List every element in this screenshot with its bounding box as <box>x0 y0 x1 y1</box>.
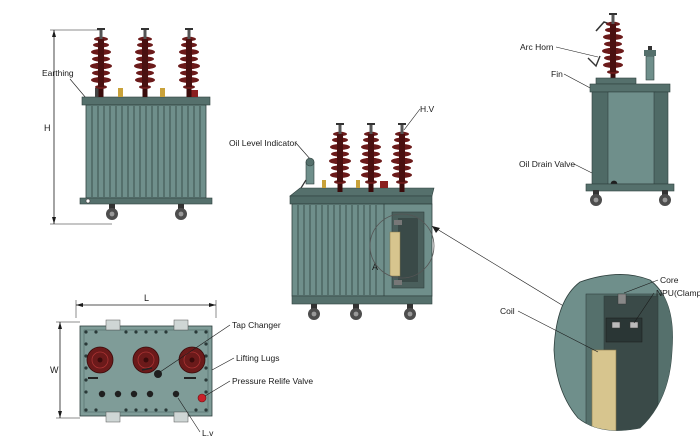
oil-level-indicator-label: Oil Level Indicator <box>229 138 297 148</box>
detail-view: Core NPU(Clamp) Coil <box>500 274 700 431</box>
hv-label: H.V <box>420 104 435 114</box>
side-wheel-right <box>659 190 671 206</box>
width-dimension-label: W <box>50 365 59 375</box>
front-wheel-right <box>175 204 187 220</box>
side-fin-left <box>591 91 611 185</box>
side-fin-right <box>653 91 669 185</box>
lv-label: L.v <box>202 428 214 438</box>
perspective-hv-bushing-3 <box>391 123 413 192</box>
perspective-wheel-1 <box>308 304 320 320</box>
perspective-hv-bushing-1 <box>329 123 351 192</box>
side-hv-bushing <box>602 13 624 82</box>
front-tank-cover <box>81 96 211 106</box>
perspective-coil <box>389 231 401 277</box>
detail-core <box>617 293 627 305</box>
detail-npu-clamp <box>605 317 643 343</box>
pressure-relief-valve-label: Pressure Relife Valve <box>232 376 313 386</box>
top-hv-bushing-3 <box>178 346 206 374</box>
front-base-frame <box>79 197 213 205</box>
side-wheel-left <box>590 190 602 206</box>
perspective-wheel-2 <box>350 304 362 320</box>
perspective-tank-fins <box>291 203 387 297</box>
fin-label: Fin <box>551 69 563 79</box>
coil-label: Coil <box>500 306 515 316</box>
perspective-view: Oil Level Indicator H.V A <box>229 104 581 320</box>
front-hv-bushing-1 <box>90 28 112 97</box>
arc-horn-label: Arc Horn <box>520 42 554 52</box>
npu-clamp-label: NPU(Clamp) <box>656 288 700 298</box>
top-view: L W <box>50 293 313 438</box>
front-view: H Earthing <box>42 28 213 225</box>
top-pressure-relief-valve <box>197 393 207 403</box>
perspective-wheel-3 <box>404 304 416 320</box>
front-hv-bushing-3 <box>178 28 200 97</box>
front-wheel-left <box>106 204 118 220</box>
height-dimension-label: H <box>44 123 51 133</box>
tap-changer-label: Tap Changer <box>232 320 281 330</box>
core-label: Core <box>660 275 679 285</box>
top-hv-bushing-2 <box>132 346 160 374</box>
lifting-lugs-label: Lifting Lugs <box>236 353 279 363</box>
detail-circle <box>369 213 435 279</box>
section-marker-label: A <box>372 262 378 272</box>
length-dimension-label: L <box>144 293 149 303</box>
side-view: Arc Horn Fin Oil Drain Valve <box>519 13 675 206</box>
side-tank-body <box>607 91 657 185</box>
perspective-hv-bushing-2 <box>360 123 382 192</box>
top-lv-bushing <box>172 390 180 398</box>
top-hv-bushing-1 <box>86 346 114 374</box>
earthing-label: Earthing <box>42 68 74 78</box>
oil-drain-valve-label: Oil Drain Valve <box>519 159 575 169</box>
front-hv-bushing-2 <box>134 28 156 97</box>
detail-coil <box>591 349 617 431</box>
